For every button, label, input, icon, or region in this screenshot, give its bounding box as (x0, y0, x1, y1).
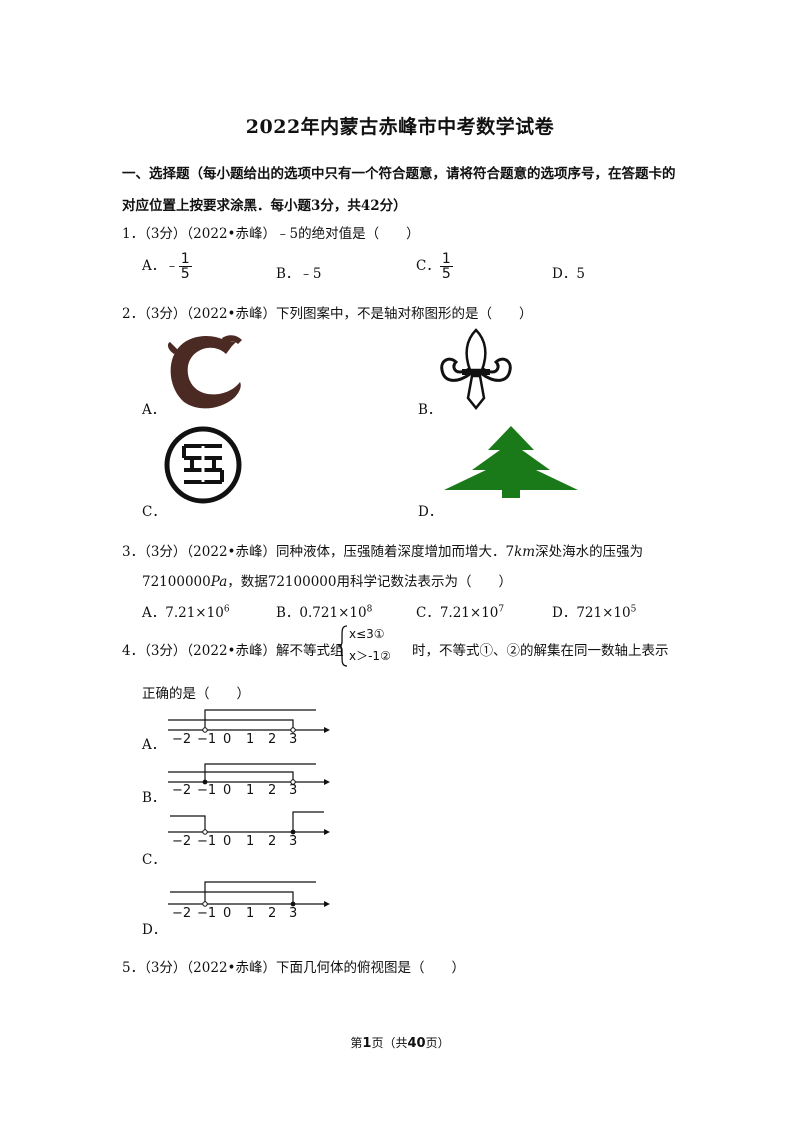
q2-a-dragon-c-image (167, 335, 242, 409)
q2-option-d-label: D． (418, 504, 443, 520)
q2-stem: 2．（3分）（2022•赤峰）下列图案中，不是轴对称图形的是（ ） (122, 306, 533, 322)
q2-option-c-label: C． (142, 504, 166, 520)
q4-inequality-1: x≤3① (349, 627, 385, 641)
q1-option-d: D．5 (552, 266, 585, 282)
section-heading-line1: 一、选择题（每小题给出的选项中只有一个符合题意，请将符合题意的选项序号，在答题卡… (122, 166, 676, 182)
q4-d-tick-neg2: −2 (172, 906, 192, 921)
q3-option-d: D．721×105 (552, 604, 637, 622)
q4-option-b-label: B． (142, 790, 166, 806)
q4-d-tick-1: 1 (246, 906, 255, 921)
q4-a-tick-3: 3 (289, 732, 298, 747)
q4-system-brace (337, 625, 348, 667)
q2-b-fleur-de-lis-image (440, 328, 512, 411)
q3-stem-line1: 3．（3分）（2022•赤峰）同种液体，压强随着深度增加而增大．7km深处海水的… (122, 544, 644, 560)
q4-d-tick-3: 3 (289, 906, 298, 921)
q4-d-tick-neg1: −1 (197, 906, 217, 921)
q2-d-pine-tree-image (444, 426, 578, 498)
q3-option-a: A．7.21×106 (142, 604, 230, 622)
q4-c-tick-1: 1 (246, 834, 255, 849)
q4-a-tick-neg2: −2 (172, 732, 192, 747)
q4-d-tick-0: 0 (223, 906, 232, 921)
q5-stem: 5．（3分）（2022•赤峰）下面几何体的俯视图是（ ） (122, 960, 465, 976)
q4-b-tick-neg1: −1 (197, 783, 217, 798)
page-footer: 第1页（共40页） (350, 1036, 450, 1051)
q4-stem-line2: 正确的是（ ） (142, 686, 250, 702)
q4-c-tick-3: 3 (289, 834, 298, 849)
q4-a-tick-1: 1 (246, 732, 255, 747)
q4-a-tick-0: 0 (223, 732, 232, 747)
section-heading-line2: 对应位置上按要求涂黑．每小题3分，共42分） (122, 198, 407, 214)
q4-b-number-line (168, 763, 330, 785)
q4-c-tick-2: 2 (268, 834, 277, 849)
q4-c-tick-neg2: −2 (172, 834, 192, 849)
q4-option-d-label: D． (142, 922, 167, 938)
q1-option-b: B．﹣5 (276, 266, 322, 282)
q4-b-tick-neg2: −2 (172, 783, 192, 798)
q4-d-tick-2: 2 (268, 906, 277, 921)
q4-b-tick-2: 2 (268, 783, 277, 798)
q4-b-tick-3: 3 (289, 783, 298, 798)
page-title: 2022年内蒙古赤峰市中考数学试卷 (245, 116, 555, 138)
q4-stem-pre: 4．（3分）（2022•赤峰）解不等式组 (122, 643, 344, 659)
q2-option-a-label: A． (142, 402, 166, 418)
q4-a-tick-2: 2 (268, 732, 277, 747)
q4-b-tick-1: 1 (246, 783, 255, 798)
q2-option-b-label: B． (418, 402, 442, 418)
q1-stem: 1．（3分）（2022•赤峰）﹣5的绝对值是（ ） (122, 226, 420, 242)
q4-option-c-label: C． (142, 852, 166, 868)
q4-c-tick-neg1: −1 (197, 834, 217, 849)
q4-a-number-line (168, 709, 330, 733)
q4-c-number-line (168, 811, 330, 835)
q3-option-c: C．7.21×107 (416, 604, 505, 622)
q4-a-tick-neg1: −1 (197, 732, 217, 747)
q4-c-tick-0: 0 (223, 834, 232, 849)
q3-option-b: B．0.721×108 (276, 604, 373, 622)
q4-b-tick-0: 0 (223, 783, 232, 798)
q4-option-a-label: A． (142, 737, 166, 753)
q4-stem-post: 时，不等式①、②的解集在同一数轴上表示 (412, 643, 669, 659)
q2-c-coin-symbol-image (164, 426, 242, 504)
q4-inequality-2: x＞-1② (349, 649, 391, 663)
q3-stem-line2: 72100000Pa，数据72100000用科学记数法表示为（ ） (142, 574, 512, 590)
q4-d-number-line (168, 881, 330, 907)
